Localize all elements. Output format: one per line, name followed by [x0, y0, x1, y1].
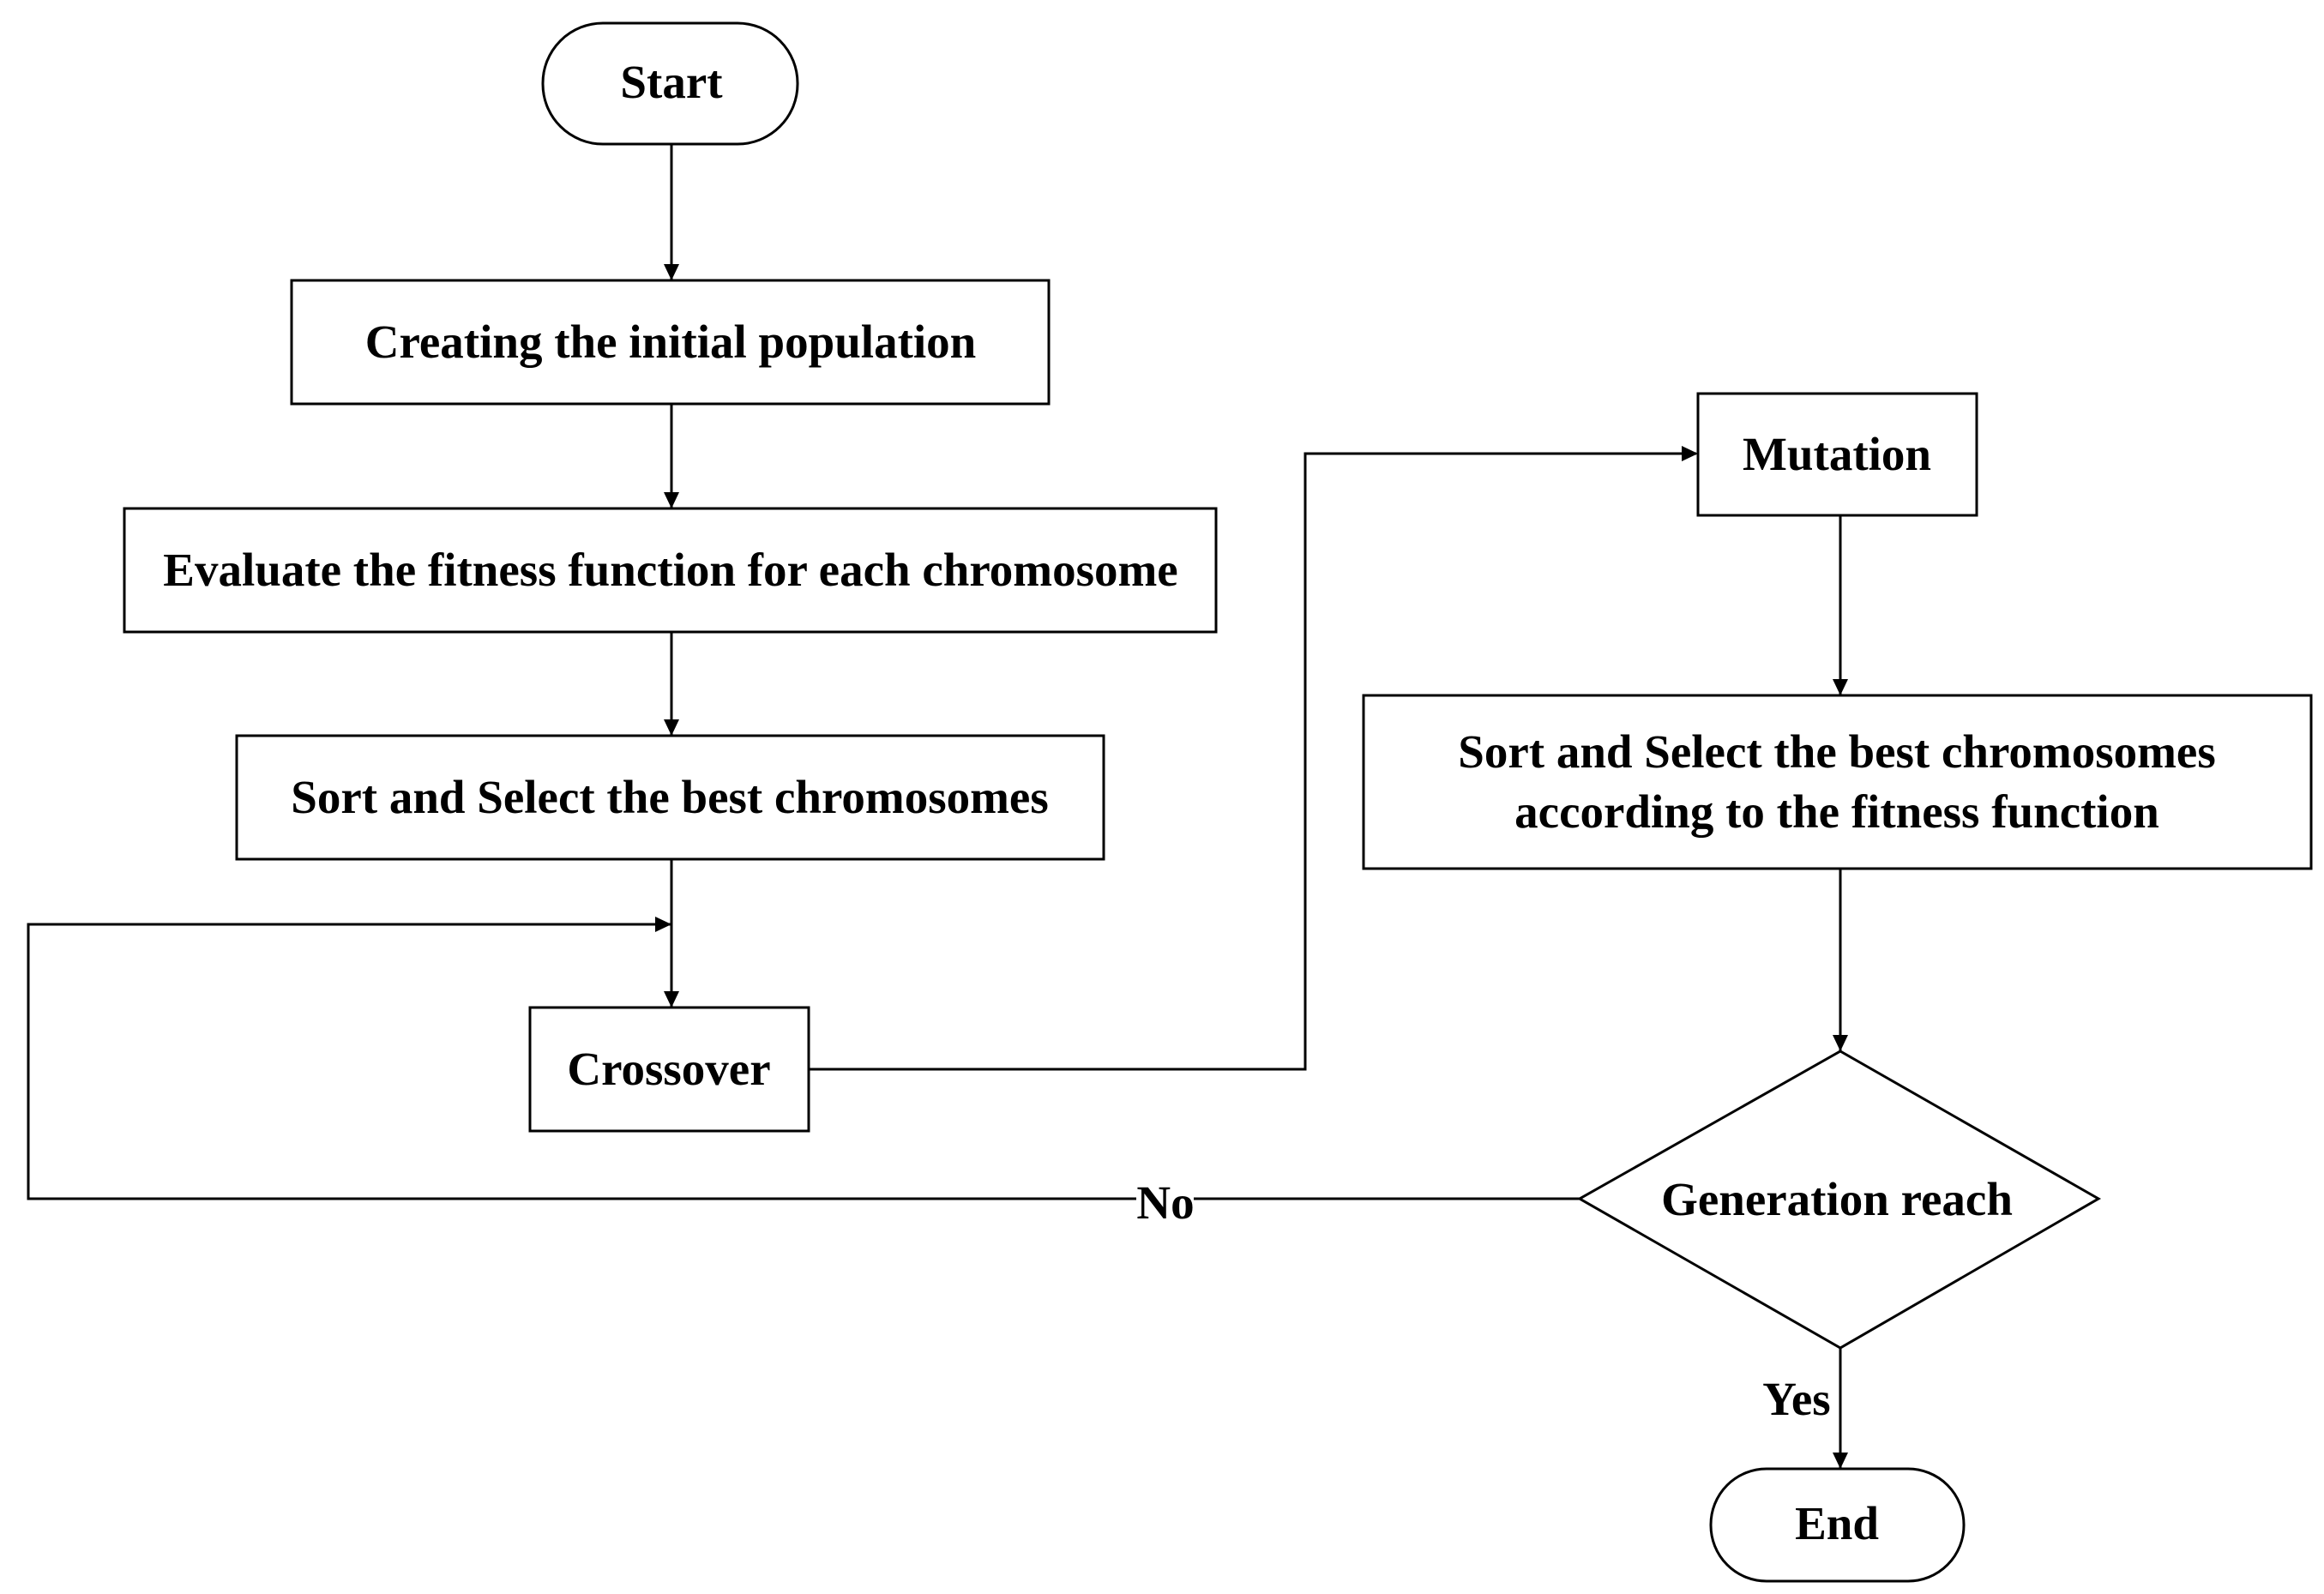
sort-select-fitness-label-line1: Sort and Select the best chromosomes	[1458, 725, 2215, 778]
arrowhead-end	[1833, 1453, 1848, 1469]
sort-select-fitness-label-line2: according to the fitness function	[1514, 785, 2159, 838]
arrowhead-sort-select-fitness	[1833, 679, 1848, 695]
arrowhead-loop-join	[655, 917, 671, 932]
generation-reach-label: Generation reach	[1661, 1173, 2013, 1225]
start-terminator-shape	[541, 21, 799, 146]
initial-population-node: Creating the initial population	[290, 279, 1051, 406]
generation-reach-node: Generation reach	[1576, 1050, 2102, 1350]
arrowhead-crossover	[664, 991, 679, 1008]
evaluate-fitness-box	[123, 507, 1218, 634]
start-label: Start	[620, 56, 723, 108]
generation-reach-diamond	[1576, 1050, 2102, 1350]
sort-select-box	[235, 734, 1105, 861]
mutation-node: Mutation	[1696, 392, 1978, 517]
connector-no-loop-to-crossover	[27, 923, 1580, 1200]
arrowhead-evaluate	[664, 492, 679, 508]
sort-select-node: Sort and Select the best chromosomes	[235, 734, 1105, 861]
crossover-node: Crossover	[528, 1006, 810, 1133]
evaluate-fitness-node: Evaluate the fitness function for each c…	[123, 507, 1218, 634]
arrowhead-initial-population	[664, 264, 679, 280]
end-node: End	[1709, 1467, 1966, 1583]
sort-select-fitness-node: Sort and Select the best chromosomes acc…	[1362, 694, 2313, 870]
initial-population-label: Creating the initial population	[365, 316, 977, 368]
arrowhead-mutation	[1682, 446, 1698, 461]
mutation-label: Mutation	[1743, 428, 1931, 480]
crossover-label: Crossover	[567, 1043, 770, 1095]
sort-select-label: Sort and Select the best chromosomes	[291, 771, 1048, 823]
start-node: Start	[541, 21, 799, 146]
no-edge-label: No	[1136, 1176, 1194, 1229]
connector-crossover-to-mutation	[809, 452, 1696, 1071]
arrowheads	[655, 264, 1848, 1469]
initial-population-box	[290, 279, 1051, 406]
sort-select-fitness-box	[1362, 694, 2313, 870]
mutation-box	[1696, 392, 1978, 517]
arrowhead-generation-reach	[1833, 1035, 1848, 1051]
end-label: End	[1795, 1497, 1879, 1549]
yes-edge-label: Yes	[1762, 1373, 1830, 1425]
end-terminator-shape	[1709, 1467, 1966, 1583]
evaluate-fitness-label: Evaluate the fitness function for each c…	[163, 544, 1177, 596]
crossover-box	[528, 1006, 810, 1133]
arrowhead-sort-select	[664, 719, 679, 736]
